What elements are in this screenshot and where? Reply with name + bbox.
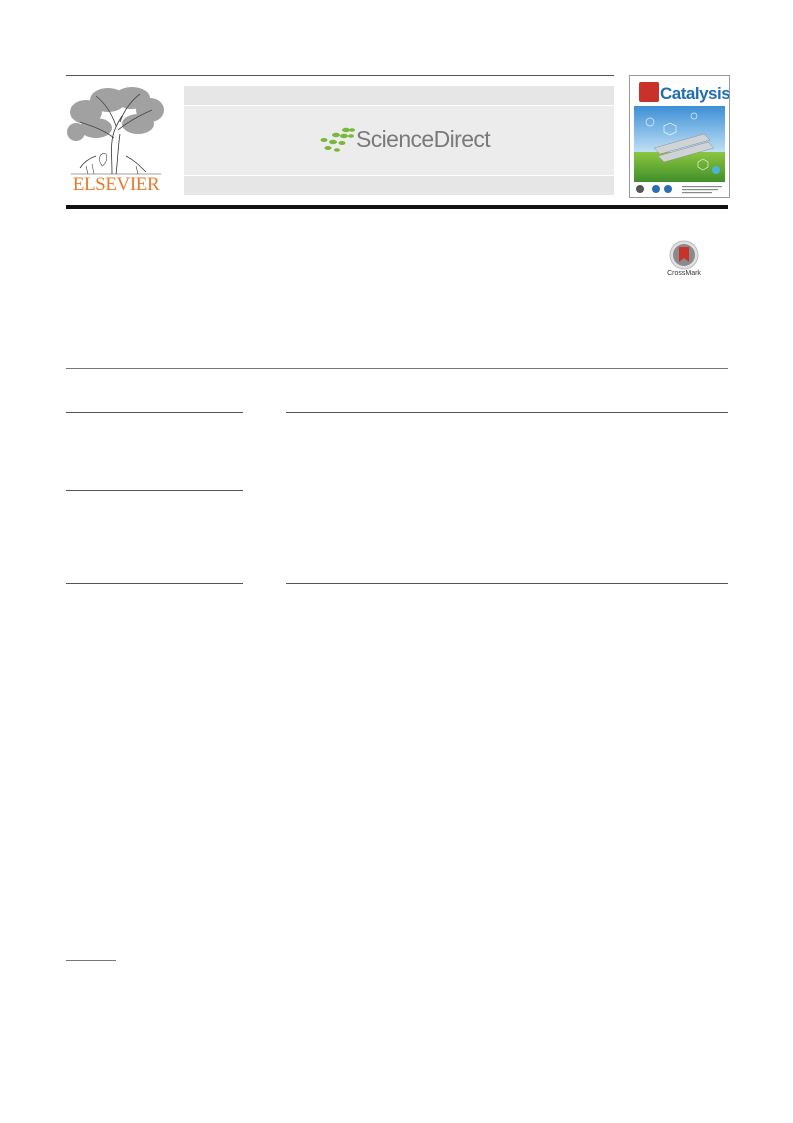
sciencedirect-dots-icon [320,127,355,152]
elsevier-tree-icon [67,87,164,175]
elsevier-logo[interactable]: ELSEVIER [66,86,166,198]
abstract-bottom-rule [286,583,728,584]
banner-top-band [184,86,614,105]
article-info-bottom-rule [66,583,243,584]
sciencedirect-logo[interactable]: ScienceDirect [316,124,496,158]
abstract-top-rule [286,412,728,413]
footnote-rule [66,960,116,961]
elsevier-wordmark: ELSEVIER [72,174,160,195]
crossmark-icon [669,240,699,270]
banner-middle-band [184,106,614,175]
article-info-left-rule-1 [66,412,243,413]
sciencedirect-banner[interactable]: ScienceDirect [184,86,614,196]
journal-cover-artwork [634,106,725,182]
sciencedirect-wordmark: ScienceDirect [356,126,491,152]
crossmark-label: CrossMark [667,270,701,277]
journal-partner-logos-icon [636,185,722,194]
banner-bottom-band [184,176,614,195]
journal-cover[interactable]: Catalysis [629,75,730,198]
header-bottom-thick-rule [66,205,728,209]
crossmark-badge[interactable]: CrossMark [664,240,704,280]
header-top-rule [66,75,614,76]
journal-cover-footer [630,182,729,196]
journal-cover-title: Catalysis [660,84,730,103]
article-info-top-rule [66,368,728,369]
journal-cover-header: Catalysis [630,76,729,106]
journal-seal-icon [639,82,659,102]
keywords-top-rule [66,490,243,491]
